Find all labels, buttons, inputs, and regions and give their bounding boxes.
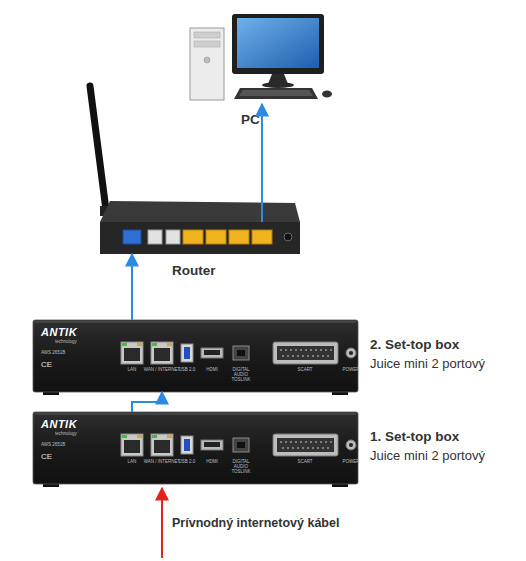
port-label: POWER [342,459,359,464]
port-label: WAN / INTERNET [144,459,181,464]
network-cable [261,104,263,222]
node-subtitle: Juice mini 2 portový [370,356,485,371]
port-label: POWER [342,367,359,372]
port-label: HDMI [206,367,218,372]
network-cable [132,392,162,412]
model-number: AWS 2651B [41,350,65,355]
set-top-box: 1. Set-top boxJuice mini 2 portový [33,412,358,484]
port-label: LAN [128,367,137,372]
brand-subtitle: technology [55,339,77,344]
node-title: Router [172,263,216,278]
node-subtitle: Juice mini 2 portový [370,448,485,463]
network-cable [131,254,133,320]
port-label: DIGITAL AUDIO TOSLINK [226,367,256,382]
brand-subtitle: technology [55,431,77,436]
ce-mark: CE [41,452,52,461]
port-label: WAN / INTERNET [144,367,181,372]
brand-logo: ANTIK [41,418,77,430]
ce-mark: CE [41,360,52,369]
port-label: USB 2.0 [179,459,196,464]
cable-label: Prívnodný internetový kábel [172,516,339,531]
node-title: 1. Set-top box [370,429,459,444]
node-title: PC [241,112,260,127]
device-node: PC [185,12,335,104]
model-number: AWS 2651B [41,442,65,447]
set-top-box: 2. Set-top boxJuice mini 2 portový [33,320,358,392]
port-label: SCART [297,459,312,464]
node-title: 2. Set-top box [370,337,459,352]
port-label: HDMI [206,459,218,464]
device-node: Router [100,222,300,254]
brand-logo: ANTIK [41,326,77,338]
port-label: LAN [128,459,137,464]
port-label: DIGITAL AUDIO TOSLINK [226,459,256,474]
port-label: USB 2.0 [179,367,196,372]
port-label: SCART [297,367,312,372]
